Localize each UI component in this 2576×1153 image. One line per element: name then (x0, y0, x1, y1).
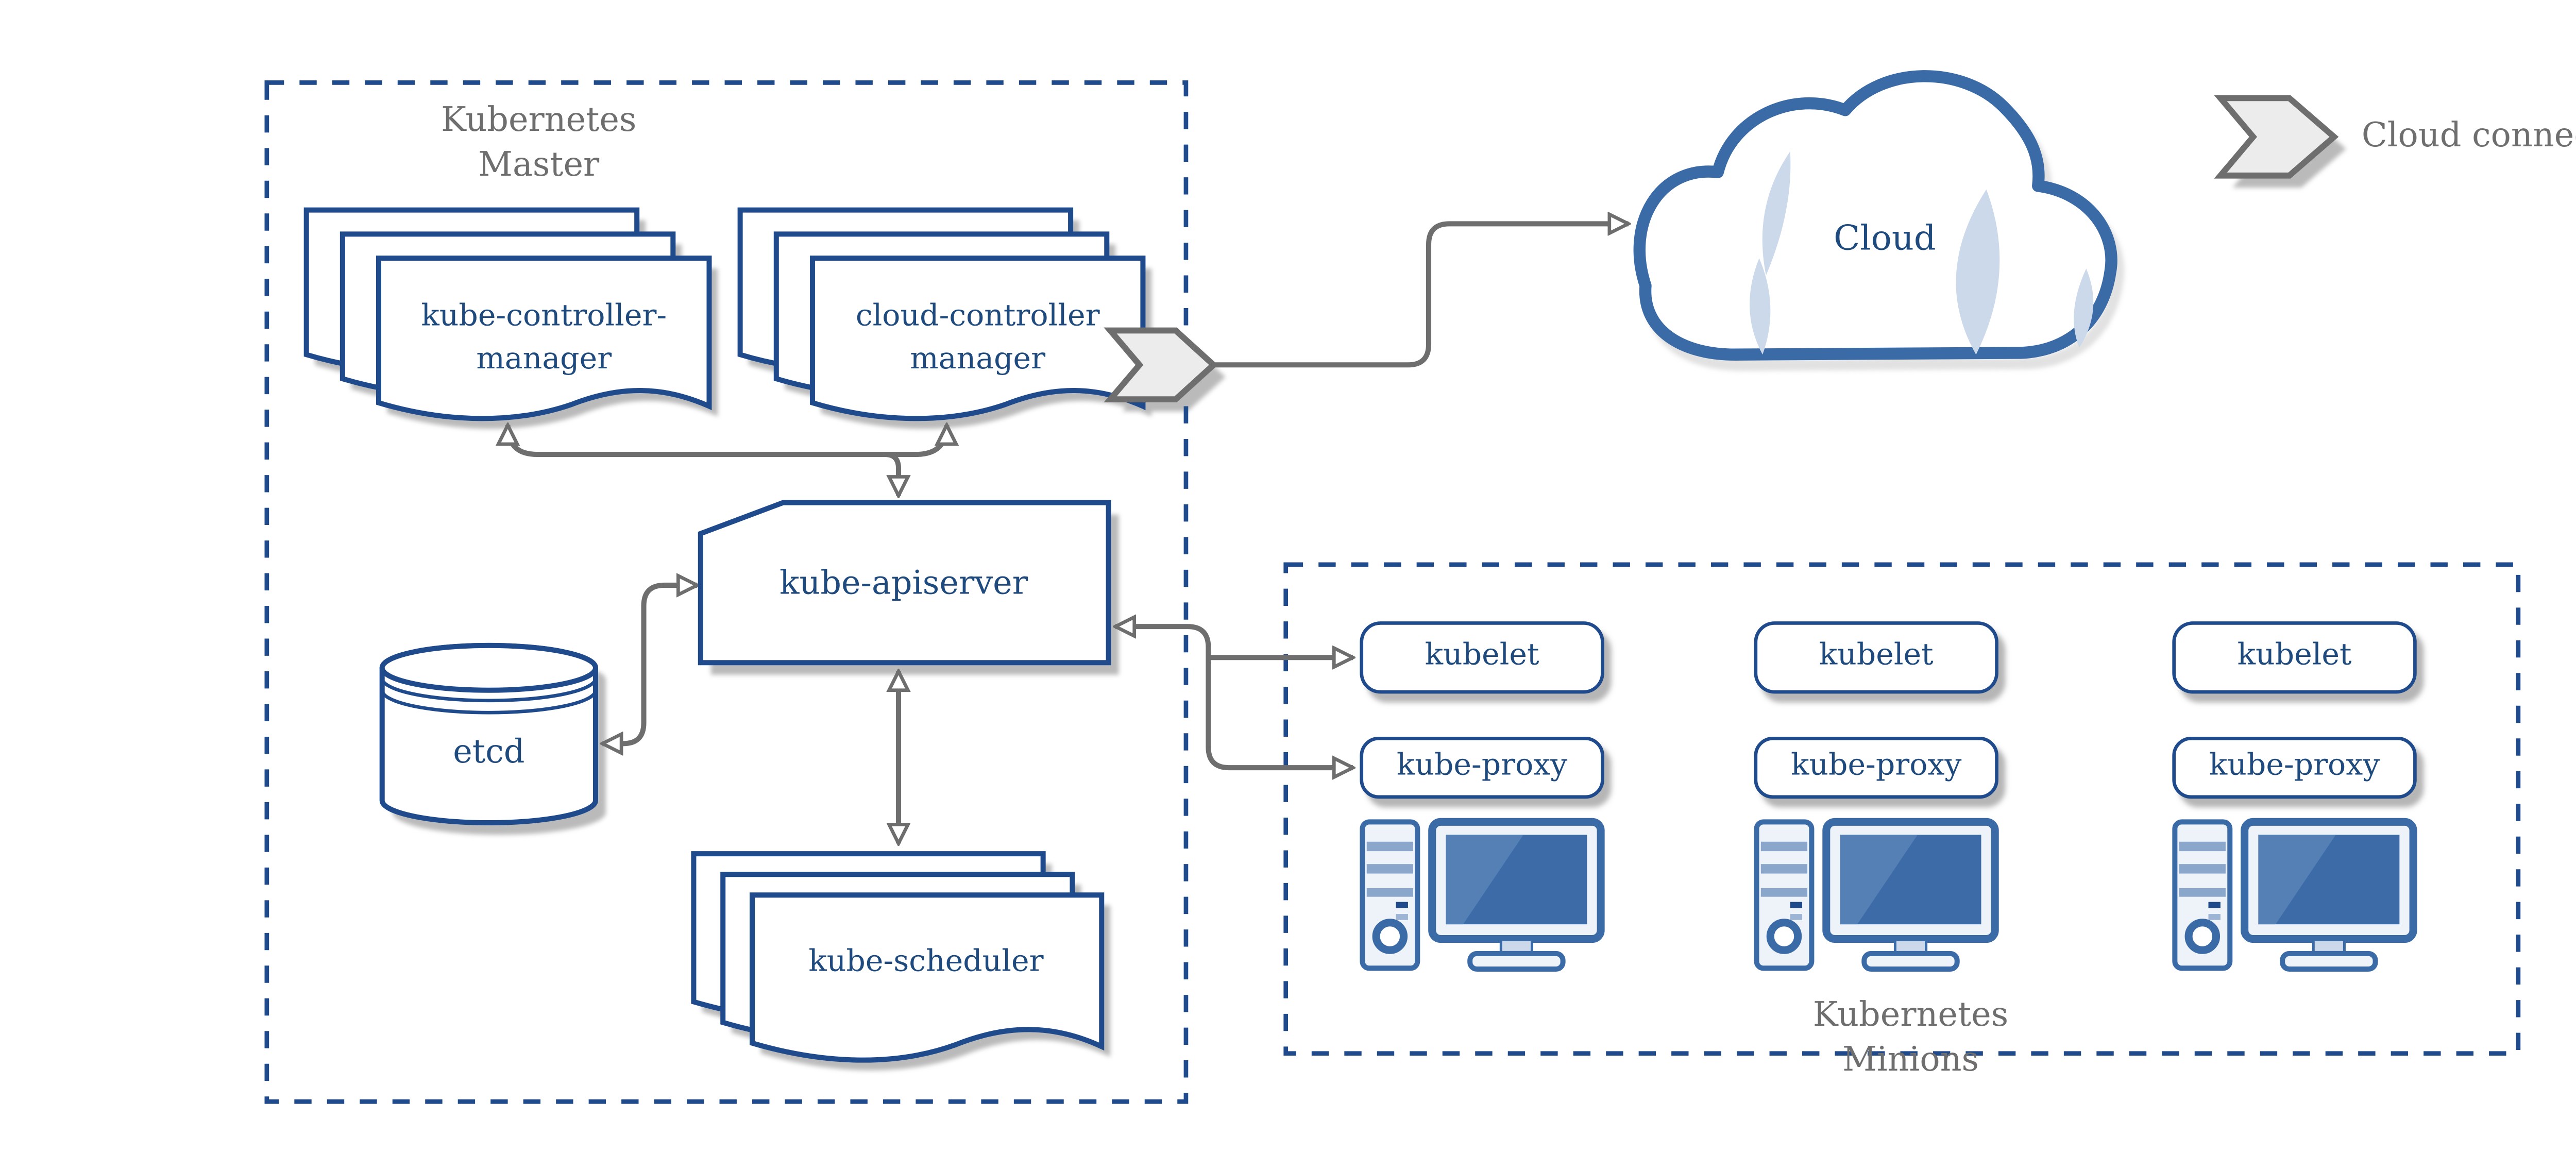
kubelet-node-2: kubelet (1754, 621, 1998, 694)
kube-controller-manager-label-line2: manager (476, 342, 612, 377)
kube-proxy-node-1: kube-proxy (1360, 736, 1604, 799)
cylinder-ring (380, 678, 598, 703)
cloud-accent (1762, 151, 1791, 276)
master-zone-label-line2: Master (478, 144, 600, 184)
kube-controller-manager-label-line1: kube-controller- (421, 299, 667, 334)
computer-icon (2175, 822, 2413, 969)
cylinder-ring (380, 690, 598, 715)
computer-icon (1362, 822, 1601, 969)
legend-cloud-connector-label: Cloud connector (2361, 115, 2576, 155)
cloud-controller-manager-label-line1: cloud-controller (855, 299, 1100, 334)
minions-zone-label-line2: Minions (1842, 1039, 1979, 1079)
kubelet-node-1: kubelet (1360, 621, 1604, 694)
kube-scheduler-label: kube-scheduler (808, 945, 1044, 980)
etcd-node (379, 642, 598, 825)
connector-layer (508, 224, 1629, 843)
cloud-accent (1749, 258, 1771, 355)
cloud-accent (2074, 268, 2094, 348)
cloud-controller-manager-label: cloud-controller manager (819, 296, 1136, 382)
kubelet-node-3: kubelet (2172, 621, 2417, 694)
controller-managers-to-apiserver-connector (508, 425, 947, 457)
kube-proxy-node-2: kube-proxy (1754, 736, 1998, 799)
master-zone-label-line1: Kubernetes (441, 99, 637, 140)
etcd-label: etcd (453, 733, 525, 771)
minions-zone-label: Kubernetes Minions (1738, 993, 2082, 1083)
master-zone-label: Kubernetes Master (367, 98, 711, 188)
apiserver-down-branch-connector (884, 452, 899, 496)
cloud-controller-manager-label-line2: manager (910, 342, 1046, 377)
minions-zone-label-line1: Kubernetes (1812, 995, 2009, 1035)
kube-proxy-node-3: kube-proxy (2172, 736, 2417, 799)
computer-icon (1756, 822, 1995, 969)
apiserver-kubeproxy-connector (1115, 626, 1353, 768)
kube-controller-manager-label: kube-controller- manager (385, 296, 702, 382)
cloud-label: Cloud (1834, 216, 1936, 259)
kubernetes-minions-boundary (1283, 562, 2521, 1056)
cloud-controller-to-cloud-connector (1213, 224, 1628, 368)
kube-apiserver-label: kube-apiserver (779, 564, 1028, 603)
kubernetes-master-boundary (264, 80, 1189, 1104)
cloud-node (1639, 76, 2111, 354)
etcd-apiserver-connector (602, 585, 697, 743)
cloud-accent (1956, 189, 2000, 355)
cylinder-top (379, 642, 598, 693)
